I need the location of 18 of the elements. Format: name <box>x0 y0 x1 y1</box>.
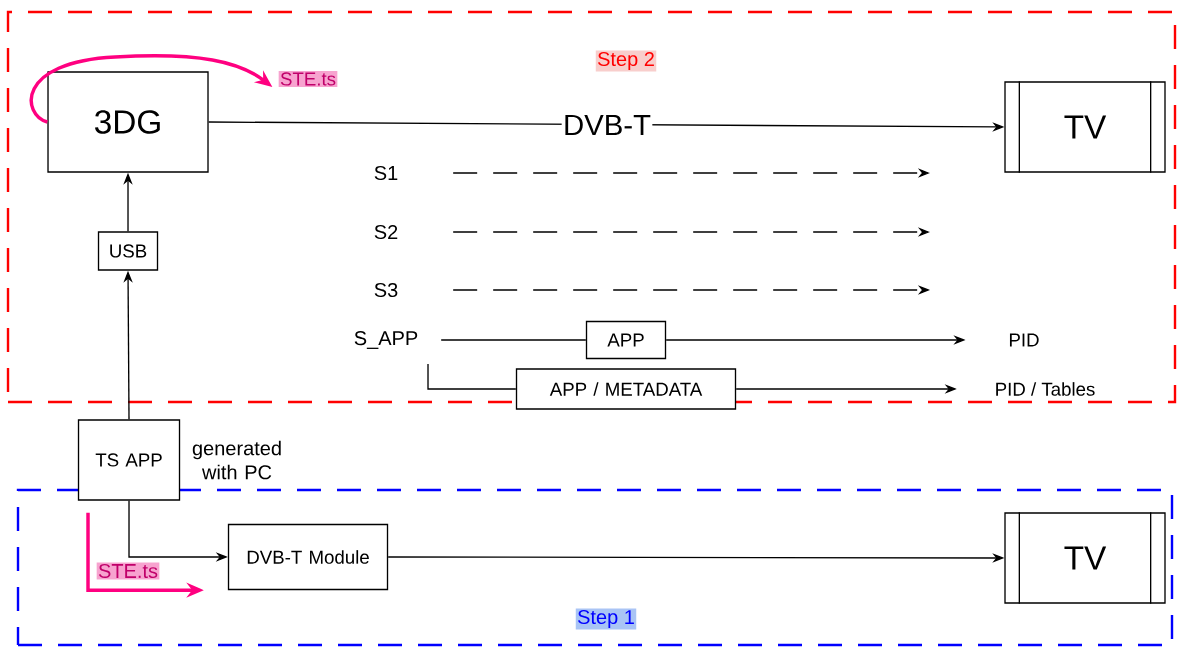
tv-box: TV <box>1004 511 1166 605</box>
process-box: APP <box>585 320 667 360</box>
process-box: USB <box>97 231 159 271</box>
signal-label: S_APP <box>354 331 418 349</box>
output-label: PID <box>1009 333 1039 347</box>
tv-box: TV <box>1004 80 1166 174</box>
file-label: STE.ts <box>278 71 338 87</box>
output-label: PID / Tables <box>996 382 1095 396</box>
file-label: STE.ts <box>96 562 160 580</box>
process-box: DVB-T Module <box>227 523 389 591</box>
edge-label: DVB-T <box>561 113 653 137</box>
process-box: TS APP <box>77 419 181 501</box>
signal-label: S1 <box>374 165 398 181</box>
signal-label: S3 <box>374 282 398 298</box>
side-note: generated with PC <box>192 440 281 480</box>
process-box: APP / METADATA <box>515 368 737 410</box>
process-box: 3DG <box>47 71 209 173</box>
signal-label: S2 <box>374 224 398 240</box>
